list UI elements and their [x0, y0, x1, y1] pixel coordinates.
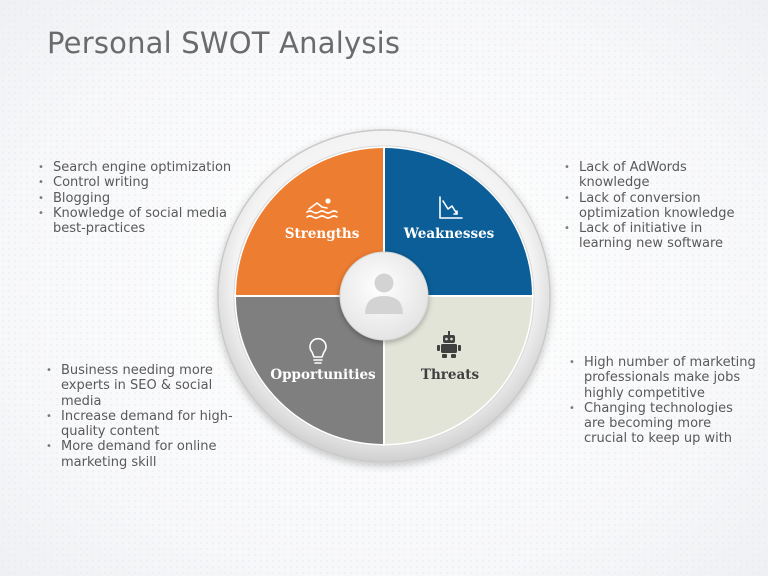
swimmer-icon — [306, 198, 338, 219]
strengths-list: Search engine optimization Control writi… — [37, 160, 247, 236]
weaknesses-list: Lack of AdWords knowledge Lack of conver… — [563, 160, 753, 252]
list-item: Lack of conversion optimization knowledg… — [563, 191, 753, 222]
threats-label: Threats — [421, 367, 480, 383]
lightbulb-icon — [309, 337, 327, 364]
list-item: Changing technologies are becoming more … — [568, 401, 758, 447]
opportunities-label: Opportunities — [270, 367, 376, 383]
list-item: Blogging — [37, 191, 247, 207]
list-item: High number of marketing professionals m… — [568, 355, 758, 401]
list-item: Control writing — [37, 175, 247, 191]
list-item: Search engine optimization — [37, 160, 247, 176]
robot-icon — [437, 331, 461, 358]
strengths-label: Strengths — [285, 226, 360, 242]
list-item: Knowledge of social media best-practices — [37, 206, 247, 237]
list-item: Business needing more experts in SEO & s… — [45, 363, 245, 409]
person-avatar-icon — [365, 273, 403, 314]
threats-list: High number of marketing professionals m… — [568, 355, 758, 447]
opportunities-list: Business needing more experts in SEO & s… — [45, 363, 245, 470]
list-item: Lack of initiative in learning new softw… — [563, 221, 753, 252]
page-title: Personal SWOT Analysis — [47, 26, 401, 60]
list-item: Lack of AdWords knowledge — [563, 160, 753, 191]
list-item: More demand for online marketing skill — [45, 439, 245, 470]
weaknesses-label: Weaknesses — [403, 226, 495, 242]
declining-chart-icon — [439, 196, 463, 219]
list-item: Increase demand for high-quality content — [45, 409, 245, 440]
